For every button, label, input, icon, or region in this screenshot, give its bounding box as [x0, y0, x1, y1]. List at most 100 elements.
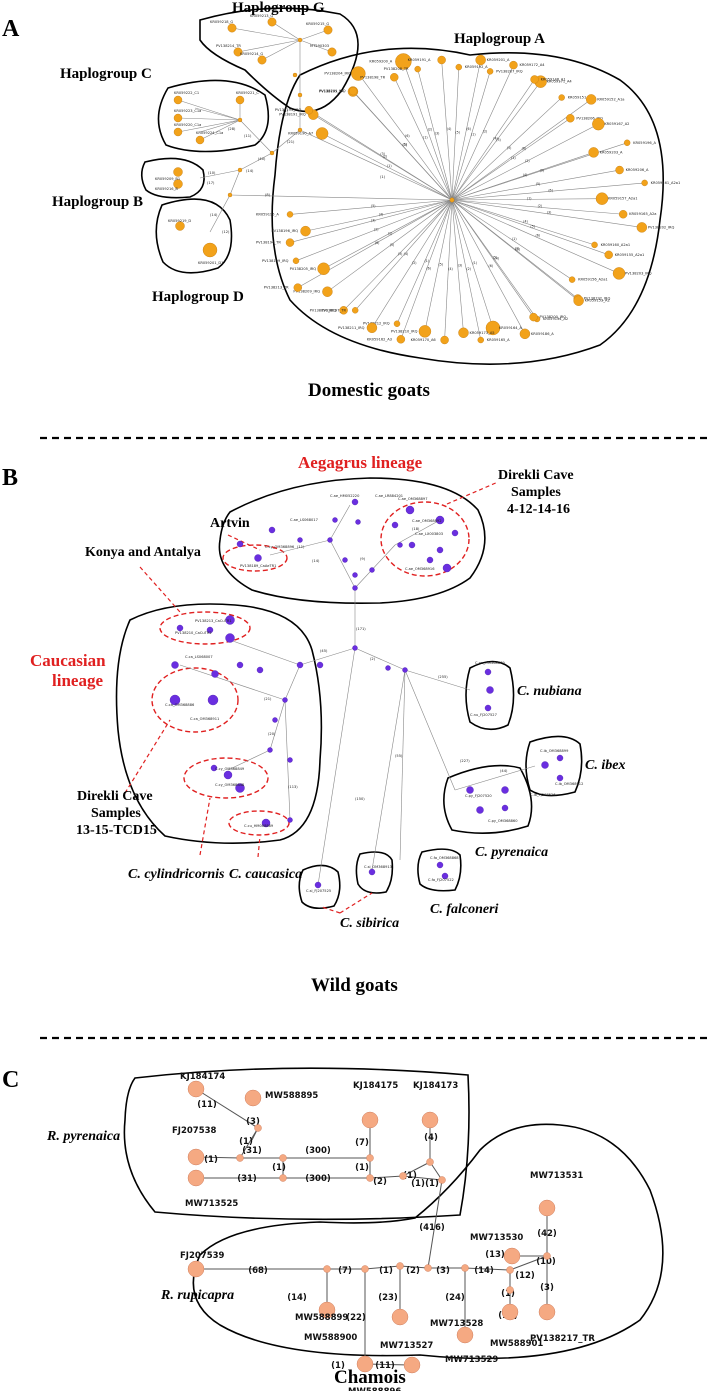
edge-weight-label: (3) [371, 218, 376, 222]
sample-label: MW713528 [430, 1319, 483, 1329]
direkli-top-label-2: Samples [511, 485, 561, 500]
median-vector-node [237, 117, 243, 123]
haplotype-node [440, 335, 449, 345]
edge-weight-label: (5) [455, 131, 460, 135]
sample-label: C.ib_OM368912 [555, 782, 583, 786]
edge-weight-label: (24) [445, 1293, 465, 1303]
edge-weight-label: (23) [378, 1293, 398, 1303]
haplotype-node [418, 325, 432, 338]
haplotype-node [556, 774, 564, 782]
svg-text:(14): (14) [312, 559, 320, 563]
ibex-label: C. ibex [585, 758, 625, 773]
sample-label: C.py_FJ207520 [465, 794, 492, 798]
median-vector-node [297, 37, 303, 43]
sample-label: PV138191_IRQ [279, 113, 306, 117]
haplotype-node [393, 320, 401, 327]
sample-label: PV138192_IRQ [584, 297, 611, 301]
haplotype-node [173, 167, 183, 177]
svg-text:(227): (227) [460, 759, 470, 763]
edge-weight-label: (1) [355, 1163, 369, 1173]
edge-weight-label: (3) [496, 138, 501, 142]
haplotype-node [615, 165, 624, 175]
haplotype-node [292, 257, 300, 265]
edge-weight-label: (1) [425, 259, 430, 263]
nubiana-label: C. nubiana [517, 684, 582, 699]
sample-label: C.fa_FJ207522 [428, 878, 454, 882]
edge-weight-label: (4) [448, 267, 453, 271]
haplogroup-g-nodes: KR059218_GKR059213_GPV138214_TRKR059214_… [210, 14, 337, 98]
svg-text:(28): (28) [228, 127, 236, 131]
haplotype-node [351, 66, 366, 81]
edge-weight-label: (11) [197, 1100, 217, 1110]
haplotype-node [368, 868, 376, 876]
sample-label: KR059224_C1a [196, 131, 223, 135]
median-vector-node [366, 1154, 374, 1162]
edge-weight-label: (2) [483, 130, 488, 134]
pyrenaica-outline [443, 764, 533, 834]
edge-weight-label: (6) [548, 188, 553, 192]
edge-weight-label: (6) [375, 241, 380, 245]
svg-text:(45): (45) [320, 649, 328, 653]
haplogroup-b-outline [140, 157, 205, 199]
haplotype-node [339, 306, 348, 315]
sample-label: PV138200_IRQ [540, 315, 567, 319]
haplotype-node [501, 786, 509, 794]
haplotype-node [486, 68, 494, 75]
haplotype-node [592, 117, 605, 131]
sample-label: C.ca_OM368911 [190, 717, 219, 721]
svg-text:(10): (10) [208, 171, 216, 175]
svg-text:(17): (17) [207, 181, 215, 185]
haplogroup-d-outline [155, 198, 233, 274]
r-rupicapra-label: R. rupicapra [160, 1288, 234, 1303]
edge-weight-label: (2) [428, 128, 433, 132]
haplotype-node [402, 667, 408, 673]
sample-label: PV138213_TR [264, 286, 289, 290]
haplotype-node [458, 327, 469, 338]
edge-weight-label: (6) [536, 234, 541, 238]
sample-label: C.ae_OM368892 [412, 519, 442, 523]
haplotype-node [225, 633, 235, 643]
edge-weight-label: (6) [488, 264, 493, 268]
haplotype-node [405, 505, 415, 515]
sample-label: KR059186_A [531, 332, 554, 336]
edge-weight-label: (300) [305, 1146, 331, 1156]
sample-label: MT290303 [310, 44, 329, 48]
sample-label: PV138210_IRQ [391, 329, 418, 333]
sample-label: PV138202_IRQ [648, 225, 675, 229]
edge-weight-label: (1) [272, 1163, 286, 1173]
median-vector-node [506, 1266, 514, 1274]
sample-label: C.ca_LS068007 [185, 655, 213, 659]
svg-text:(9): (9) [360, 557, 366, 561]
edge-weight-label: (4) [402, 143, 407, 147]
haplotype-node [352, 645, 358, 651]
haplotype-node [202, 242, 218, 258]
sample-label: KR059155_A2a1 [615, 253, 645, 257]
haplotype-node [591, 241, 598, 249]
haplotype-node [501, 804, 509, 812]
sample-label: KR059146_A1 [541, 77, 566, 81]
panel-b-edges [179, 504, 536, 886]
sibirica2-outline [298, 864, 341, 910]
sample-label: KR059167_A2 [604, 122, 629, 126]
edge-weight-label: (1) [388, 231, 393, 235]
haplogroup-a-label: Haplogroup A [454, 31, 545, 47]
haplotype-node [437, 55, 446, 65]
sample-label: KR059191_A [408, 58, 431, 62]
haplogroup-g-outline [199, 7, 359, 113]
sample-label: KR059154_A2 [543, 317, 568, 321]
sample-label: KR059156_A2a1 [578, 278, 608, 282]
sibirica-label: C. sibirica [340, 916, 399, 931]
haplotype-node [314, 881, 322, 889]
haplotype-node [588, 147, 599, 158]
edge-weight-label: (5) [390, 243, 395, 247]
sample-label: PV138198_TR [360, 75, 385, 79]
panel-c-edges [195, 1088, 548, 1366]
sample-label: PV138217_TR [530, 1334, 595, 1344]
edge-weight-label: (1) [472, 261, 477, 265]
edge-weight-label: (1) [425, 1179, 439, 1189]
sample-label: C.ae_HM052220 [330, 494, 360, 498]
haplotype-node [436, 861, 444, 869]
sample-label: MW713529 [445, 1355, 498, 1365]
sample-label: KJ184175 [353, 1081, 398, 1091]
edge-weight-label: (4) [447, 127, 452, 131]
